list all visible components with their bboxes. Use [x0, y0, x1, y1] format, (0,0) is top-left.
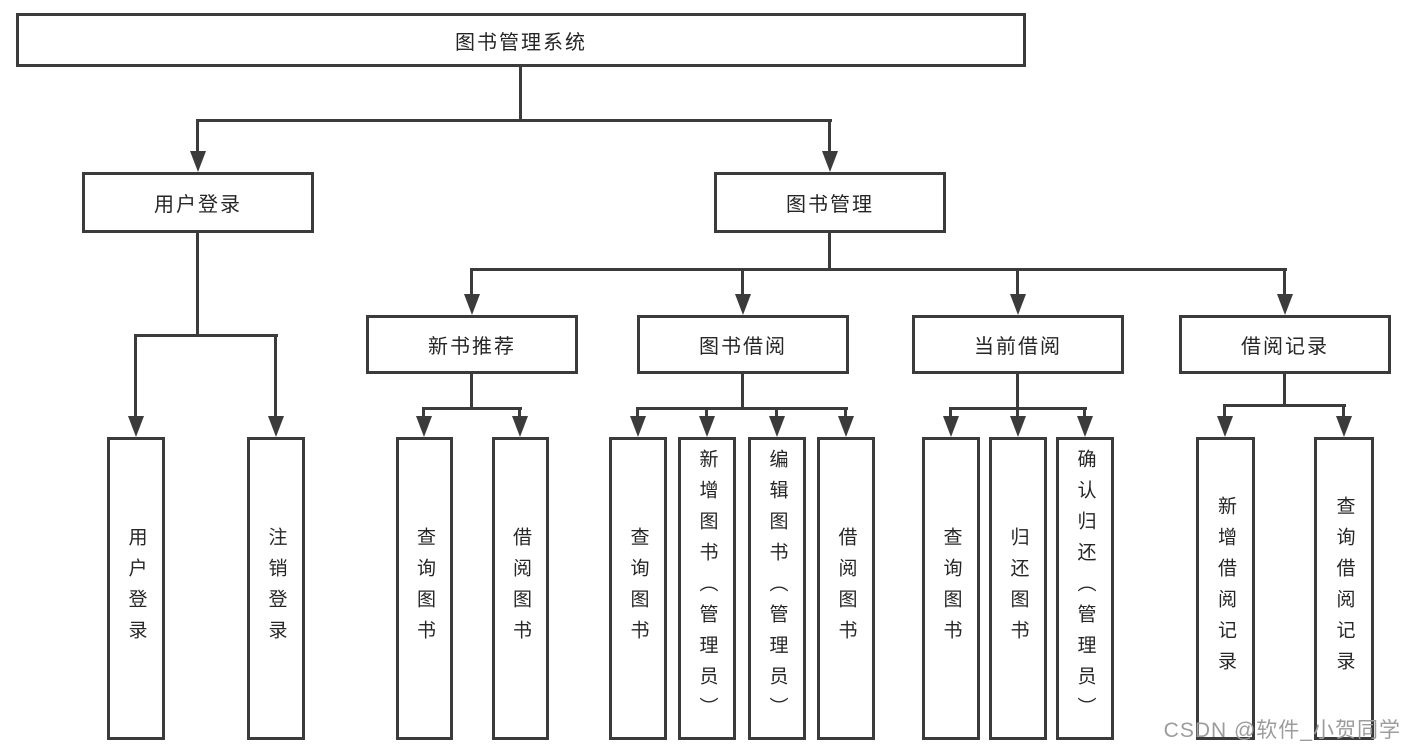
- leaf-return-book: 归还图书: [989, 437, 1047, 740]
- connector-line: [1223, 404, 1226, 416]
- connector-line: [134, 334, 137, 416]
- arrowhead: [838, 416, 854, 437]
- arrowhead: [1077, 416, 1093, 437]
- arrowhead: [630, 416, 646, 437]
- leaf-borrow-book-recommend: 借阅图书: [492, 437, 549, 740]
- connector-line: [949, 407, 952, 416]
- node-user-login: 用户登录: [82, 172, 314, 233]
- node-label: 查询图书: [414, 526, 435, 651]
- leaf-query-books-borrowing: 查询图书: [609, 437, 667, 740]
- connector-line: [1016, 407, 1019, 416]
- arrowhead: [512, 416, 528, 437]
- connector-line: [828, 119, 831, 152]
- node-label: 用户登录: [125, 526, 147, 651]
- arrowhead: [1336, 416, 1352, 437]
- connector-line: [134, 334, 278, 337]
- connector-line: [1083, 407, 1086, 416]
- arrowhead: [1010, 294, 1026, 315]
- arrowhead: [769, 416, 785, 437]
- leaf-confirm-return-admin: 确认归还（管理员）: [1056, 437, 1114, 740]
- arrowhead: [1277, 294, 1293, 315]
- arrowhead: [1010, 416, 1026, 437]
- node-label: 图书管理: [786, 194, 874, 216]
- node-label: 新增图书（管理员）: [696, 449, 718, 728]
- connector-line: [470, 374, 473, 410]
- leaf-query-books-current: 查询图书: [922, 437, 980, 740]
- connector-line: [828, 233, 831, 271]
- arrowhead: [822, 151, 838, 172]
- node-label: 注销登录: [265, 526, 287, 651]
- connector-line: [196, 119, 832, 122]
- node-label: 归还图书: [1007, 526, 1029, 651]
- node-label: 当前借阅: [974, 336, 1062, 358]
- node-label: 查询图书: [627, 526, 649, 651]
- arrowhead: [416, 416, 432, 437]
- arrowhead: [268, 416, 284, 437]
- node-label: 借阅记录: [1241, 336, 1329, 358]
- node-label: 确认归还（管理员）: [1074, 449, 1096, 728]
- leaf-add-borrow-record: 新增借阅记录: [1196, 437, 1255, 740]
- connector-line: [1016, 374, 1019, 410]
- connector-line: [274, 334, 277, 416]
- connector-line: [705, 407, 708, 416]
- node-book-management: 图书管理: [714, 172, 946, 233]
- node-label: 借阅图书: [510, 526, 531, 651]
- connector-line: [741, 374, 744, 410]
- leaf-query-borrow-record: 查询借阅记录: [1314, 437, 1374, 740]
- connector-line: [741, 268, 744, 294]
- connector-line: [196, 233, 199, 337]
- leaf-user-login: 用户登录: [107, 437, 165, 740]
- leaf-borrow-book: 借阅图书: [817, 437, 875, 740]
- node-book-borrowing: 图书借阅: [637, 315, 849, 374]
- node-label: 查询图书: [940, 526, 962, 651]
- watermark: CSDN @软件_小贺同学: [1163, 719, 1401, 742]
- connector-line: [1283, 268, 1286, 294]
- arrowhead: [128, 416, 144, 437]
- node-current-borrowing: 当前借阅: [912, 315, 1124, 374]
- leaf-query-books-recommend: 查询图书: [396, 437, 453, 740]
- arrowhead: [464, 294, 480, 315]
- node-label: 图书借阅: [699, 336, 787, 358]
- connector-line: [470, 268, 473, 294]
- connector-line: [196, 119, 199, 152]
- connector-line: [519, 67, 522, 122]
- arrowhead: [943, 416, 959, 437]
- arrowhead: [190, 151, 206, 172]
- arrowhead: [735, 294, 751, 315]
- arrowhead: [699, 416, 715, 437]
- leaf-add-book-admin: 新增图书（管理员）: [678, 437, 736, 740]
- connector-line: [636, 407, 639, 416]
- connector-line: [1223, 404, 1346, 407]
- connector-line: [422, 407, 425, 416]
- connector-line: [1342, 404, 1345, 416]
- arrowhead: [1217, 416, 1233, 437]
- node-label: 查询借阅记录: [1333, 495, 1355, 682]
- node-label: 新增借阅记录: [1215, 495, 1236, 682]
- connector-line: [844, 407, 847, 416]
- node-label: 用户登录: [154, 194, 242, 216]
- node-label: 借阅图书: [835, 526, 857, 651]
- node-label: 编辑图书（管理员）: [766, 449, 788, 728]
- node-new-book-recommendation: 新书推荐: [366, 315, 578, 374]
- connector-line: [422, 407, 522, 410]
- node-label: 图书管理系统: [455, 31, 587, 54]
- connector-line: [1016, 268, 1019, 294]
- node-borrowing-records: 借阅记录: [1179, 315, 1391, 374]
- leaf-logout: 注销登录: [247, 437, 305, 740]
- connector-line: [1283, 374, 1286, 407]
- connector-line: [518, 407, 521, 416]
- connector-line: [470, 268, 1287, 271]
- leaf-edit-book-admin: 编辑图书（管理员）: [748, 437, 806, 740]
- node-label: 新书推荐: [428, 336, 516, 358]
- node-library-management-system: 图书管理系统: [16, 13, 1026, 67]
- connector-line: [775, 407, 778, 416]
- connector-line: [636, 407, 848, 410]
